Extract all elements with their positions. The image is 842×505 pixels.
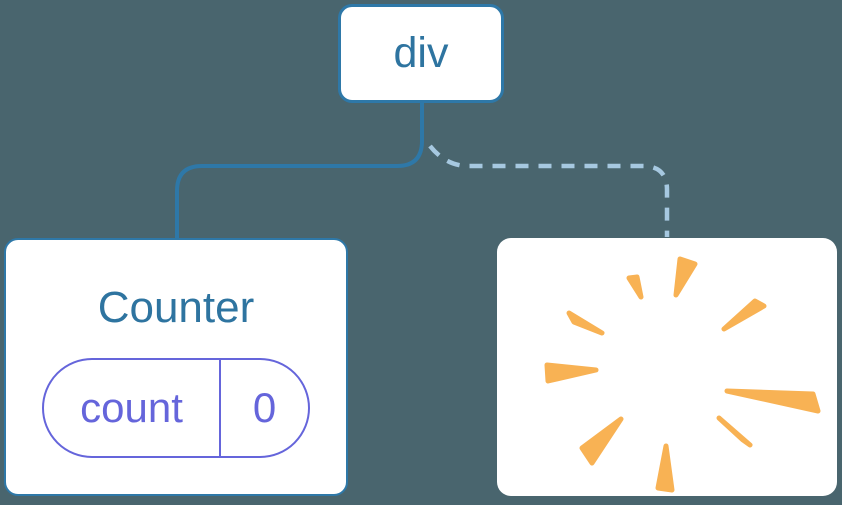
component-name: Counter	[97, 283, 255, 332]
solid-link-root-to-counter	[175, 103, 424, 238]
poof-ray	[566, 310, 605, 336]
dashed-link-root-to-removed	[428, 144, 670, 237]
poof-ray	[655, 443, 675, 493]
state-key-label: count	[80, 384, 183, 431]
poof-ray	[544, 362, 599, 384]
poof-ray	[716, 415, 753, 448]
poof-ray	[579, 416, 624, 466]
poof-icon	[544, 256, 821, 493]
tree-node-div: div	[338, 4, 504, 103]
poof-ray	[721, 298, 767, 332]
tree-node-removed	[497, 238, 837, 496]
pill-divider	[219, 360, 221, 456]
node-label: div	[393, 29, 449, 77]
poof-ray	[673, 256, 698, 298]
poof-ray	[626, 274, 644, 300]
poof-ray	[724, 388, 821, 414]
state-pill: count 0	[42, 358, 310, 458]
tree-node-counter: Counter count 0	[4, 238, 348, 496]
state-value-label: 0	[252, 384, 277, 431]
